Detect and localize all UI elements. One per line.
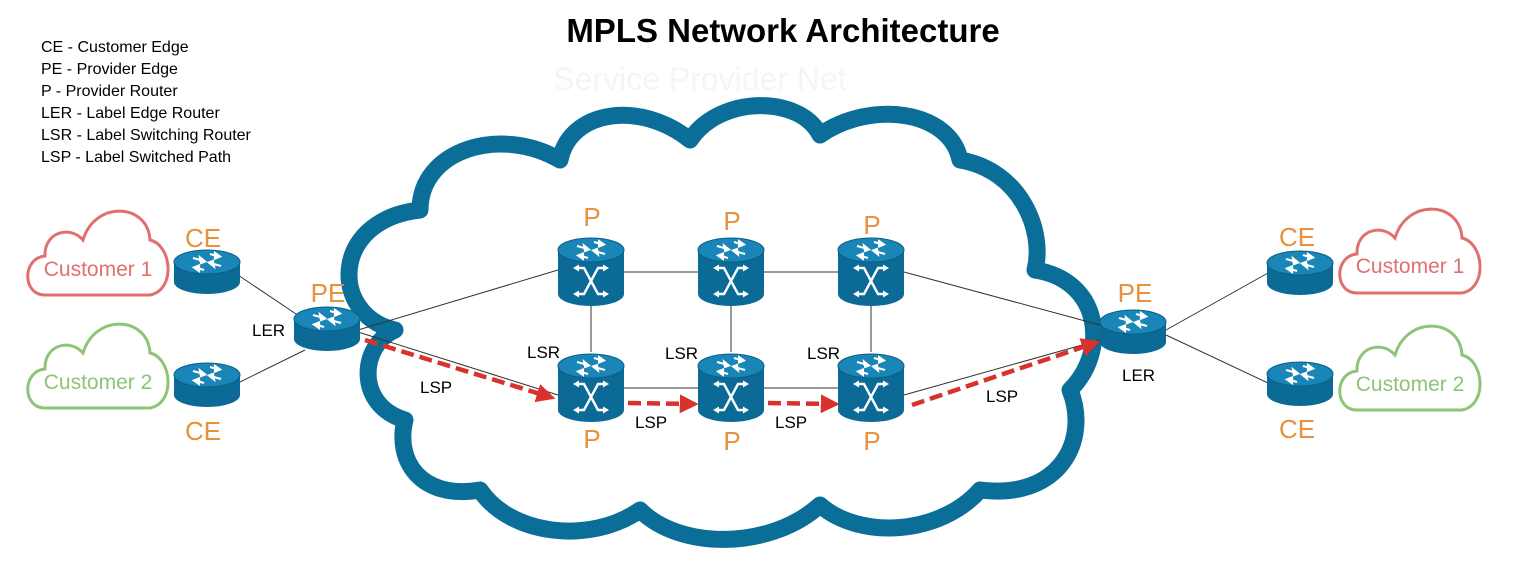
ce-label: CE: [185, 416, 221, 446]
switch-router-icon: [556, 352, 626, 424]
links: [237, 269, 1269, 396]
pe-label: PE: [311, 278, 346, 308]
page-title: MPLS Network Architecture: [566, 12, 999, 49]
lsp-label: LSP: [986, 387, 1018, 406]
switch-router-icon: [556, 236, 626, 308]
customer-site-left-2: Customer 2: [26, 322, 170, 410]
switch-router-icon: [836, 352, 906, 424]
switch-router-icon: [696, 236, 766, 308]
p-label: P: [583, 202, 600, 232]
cloud-icon: [1338, 324, 1482, 412]
p-label: P: [863, 210, 880, 240]
link-p6-pe: [903, 339, 1101, 396]
lsp-segment-1: [364, 337, 556, 403]
p-label: P: [863, 426, 880, 456]
link-pe-ce2: [1165, 334, 1269, 384]
switch-router-icon: [836, 236, 906, 308]
lsp-label: LSP: [775, 413, 807, 432]
lsp-path: [364, 337, 1101, 414]
router-icon: [172, 361, 242, 409]
cloud-watermark: Service Provider Net: [553, 61, 847, 97]
legend-item: P - Provider Router: [41, 83, 178, 100]
pe-label: PE: [1118, 278, 1153, 308]
role-labels: CE CE PE PE CE CE P P P P P P: [185, 202, 1315, 456]
legend-item: LER - Label Edge Router: [41, 105, 220, 122]
lsp-segment-4: [911, 338, 1101, 408]
customer-label: Customer 2: [44, 371, 153, 394]
router-icon: [292, 305, 362, 353]
legend: CE - Customer Edge PE - Provider Edge P …: [41, 39, 252, 166]
legend-item: LSP - Label Switched Path: [41, 149, 231, 166]
router-icon: [1098, 308, 1168, 356]
ler-label: LER: [252, 321, 285, 340]
router-icon: [1265, 360, 1335, 408]
ler-label: LER: [1122, 366, 1155, 385]
switch-router-icon: [696, 352, 766, 424]
router-icon: [172, 248, 242, 296]
cloud-icon: [1338, 207, 1482, 295]
link-pe-ce1: [1165, 272, 1269, 331]
lsr-label: LSR: [527, 343, 560, 362]
p-label: P: [723, 426, 740, 456]
legend-item: CE - Customer Edge: [41, 39, 189, 56]
legend-item: LSR - Label Switching Router: [41, 127, 252, 144]
customer-site-right-1: Customer 1: [1338, 207, 1482, 295]
p-label: P: [723, 206, 740, 236]
customer-label: Customer 1: [44, 258, 153, 281]
lsp-label: LSP: [420, 378, 452, 397]
router-icon: [1265, 249, 1335, 297]
lsr-label: LSR: [807, 344, 840, 363]
customer-site-left-1: Customer 1: [26, 209, 170, 297]
ce-label: CE: [1279, 414, 1315, 444]
cloud-icon: [26, 322, 170, 410]
lsp-segment-3: [767, 394, 840, 414]
link-p3-pe: [903, 271, 1101, 326]
ce-label: CE: [185, 223, 221, 253]
link-pe-p1: [357, 269, 559, 331]
legend-item: PE - Provider Edge: [41, 61, 178, 78]
customer-site-right-2: Customer 2: [1338, 324, 1482, 412]
ce-label: CE: [1279, 222, 1315, 252]
provider-cloud: [340, 97, 1102, 548]
cloud-icon: [26, 209, 170, 297]
link-ce2-pe: [237, 349, 306, 384]
lsp-segment-2: [627, 394, 699, 414]
link-ce1-pe: [237, 274, 306, 321]
lsp-label: LSP: [635, 413, 667, 432]
function-labels: LER LER LSR LSR LSR LSP LSP LSP LSP: [252, 321, 1155, 432]
lsr-label: LSR: [665, 344, 698, 363]
p-label: P: [583, 424, 600, 454]
customer-label: Customer 1: [1356, 255, 1465, 278]
link-pe-p4: [357, 331, 559, 396]
customer-label: Customer 2: [1356, 373, 1465, 396]
